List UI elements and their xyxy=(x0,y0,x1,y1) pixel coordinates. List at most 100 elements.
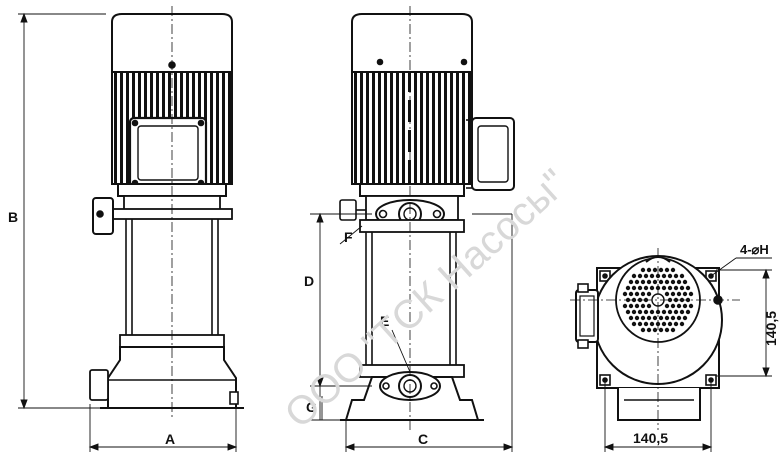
grille-hole xyxy=(628,279,634,285)
grille-hole xyxy=(664,291,670,297)
grille-hole xyxy=(667,273,673,279)
grille-hole xyxy=(670,303,676,309)
grille-hole xyxy=(676,279,682,285)
grille-hole xyxy=(679,285,685,291)
grille-hole xyxy=(673,273,679,279)
label-h: 4-⌀H xyxy=(740,242,769,257)
grille-hole xyxy=(637,273,643,279)
grille-hole xyxy=(631,273,637,279)
grille-hole xyxy=(664,279,670,285)
grille-hole xyxy=(658,327,664,333)
grille-hole xyxy=(640,303,646,309)
grille-hole xyxy=(631,285,637,291)
grille-hole xyxy=(652,279,658,285)
grille-hole xyxy=(661,309,667,315)
grille-hole xyxy=(670,327,676,333)
grille-hole xyxy=(664,267,670,273)
grille-hole xyxy=(685,309,691,315)
grille-hole xyxy=(643,285,649,291)
grille-hole xyxy=(688,291,694,297)
grille-hole xyxy=(625,285,631,291)
grille-hole xyxy=(664,303,670,309)
grille-hole xyxy=(637,285,643,291)
label-f: F xyxy=(344,229,353,245)
grille-hole xyxy=(634,279,640,285)
grille-hole xyxy=(649,273,655,279)
front-view xyxy=(89,6,244,420)
grille-hole xyxy=(682,303,688,309)
grille-hole xyxy=(631,321,637,327)
grille-hole xyxy=(640,279,646,285)
dimension-height xyxy=(716,268,772,378)
dimension-d xyxy=(310,212,513,440)
grille-hole xyxy=(664,315,670,321)
dimension-b xyxy=(18,12,106,410)
dimension-h xyxy=(710,257,772,277)
grille-hole xyxy=(670,267,676,273)
grille-hole xyxy=(676,303,682,309)
grille-hole xyxy=(646,267,652,273)
grille-hole xyxy=(652,327,658,333)
label-width: 140,5 xyxy=(633,430,668,446)
label-e: E xyxy=(380,313,389,329)
grille-hole xyxy=(649,285,655,291)
grille-hole xyxy=(622,291,628,297)
grille-hole xyxy=(631,309,637,315)
label-a: A xyxy=(165,431,175,447)
grille-hole xyxy=(628,303,634,309)
grille-hole xyxy=(658,279,664,285)
grille-hole xyxy=(643,309,649,315)
grille-hole xyxy=(667,309,673,315)
label-d: D xyxy=(304,273,314,289)
grille-hole xyxy=(649,309,655,315)
grille-hole xyxy=(628,315,634,321)
grille-hole xyxy=(673,297,679,303)
dimension-width xyxy=(603,380,713,452)
grille-hole xyxy=(670,315,676,321)
top-view xyxy=(570,248,740,430)
grille-hole xyxy=(676,315,682,321)
grille-hole xyxy=(637,297,643,303)
label-height: 140,5 xyxy=(763,311,779,346)
grille-hole xyxy=(646,291,652,297)
grille-hole xyxy=(673,309,679,315)
grille-hole xyxy=(646,327,652,333)
grille-hole xyxy=(673,285,679,291)
grille-hole xyxy=(646,315,652,321)
grille-hole xyxy=(622,303,628,309)
grille-hole xyxy=(682,291,688,297)
grille-hole xyxy=(685,285,691,291)
grille-hole xyxy=(634,291,640,297)
grille-hole xyxy=(676,291,682,297)
grille-hole xyxy=(628,291,634,297)
grille-hole xyxy=(637,321,643,327)
grille-hole xyxy=(682,315,688,321)
grille-hole xyxy=(667,321,673,327)
grille-hole xyxy=(646,279,652,285)
grille-hole xyxy=(673,321,679,327)
grille-hole xyxy=(640,327,646,333)
grille-hole xyxy=(679,273,685,279)
grille-hole xyxy=(640,267,646,273)
grille-hole xyxy=(640,291,646,297)
grille-hole xyxy=(679,321,685,327)
dimension-c xyxy=(344,420,514,452)
grille-hole xyxy=(661,273,667,279)
grille-hole xyxy=(661,285,667,291)
grille-hole xyxy=(652,315,658,321)
grille-hole xyxy=(682,279,688,285)
side-view xyxy=(339,6,515,430)
grille-hole xyxy=(679,309,685,315)
grille-hole xyxy=(637,309,643,315)
grille-hole xyxy=(688,303,694,309)
grille-hole xyxy=(634,303,640,309)
grille-hole xyxy=(643,321,649,327)
grille-hole xyxy=(649,321,655,327)
grille-hole xyxy=(646,303,652,309)
grille-hole xyxy=(670,279,676,285)
grille-hole xyxy=(634,315,640,321)
label-c: C xyxy=(418,431,428,447)
dimension-a xyxy=(88,404,238,452)
